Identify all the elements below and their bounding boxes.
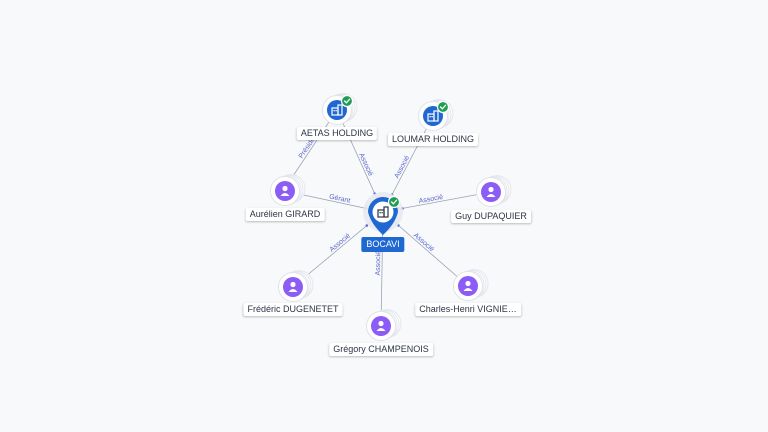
center-node[interactable] [363,192,403,235]
verified-check-icon [340,94,354,108]
node-aetas[interactable] [322,93,358,125]
edge-dupaquier-label: Associé [418,194,443,205]
node-label-champenois[interactable]: Grégory CHAMPENOIS [329,343,433,356]
node-label-loumar[interactable]: LOUMAR HOLDING [387,133,479,146]
person-icon [280,185,290,196]
node-loumar[interactable] [418,99,454,131]
edge-girard-label: Gérant [328,193,350,204]
node-label-dupaquier[interactable]: Guy DUPAQUIER [451,210,531,223]
person-icon [376,320,386,331]
node-label-girard[interactable]: Aurélien GIRARD [245,208,325,221]
node-dupaquier[interactable] [476,175,512,207]
nodes-layer [270,93,512,341]
person-icon [288,281,298,292]
edge-champenois-label: Associé [375,251,382,276]
building-icon [427,110,439,122]
node-vignie[interactable] [453,269,489,301]
node-girard[interactable] [270,174,306,206]
person-icon [463,280,473,291]
edge-loumar-label: Associé [394,155,412,180]
edge-dugenetet-label: Associé [329,232,352,253]
building-icon [377,206,389,218]
edge-dugenetet-arrow [365,224,369,227]
center-label[interactable]: BOCAVI [361,237,405,252]
verified-check-icon [387,195,401,209]
building-icon [331,104,343,116]
verified-check-icon [436,100,450,114]
node-label-vignie[interactable]: Charles-Henri VIGNIE… [415,303,521,316]
edge-vignie-label: Associé [412,232,435,253]
node-champenois[interactable] [366,309,402,341]
node-label-dugenetet[interactable]: Frédéric DUGENETET [243,303,343,316]
node-dugenetet[interactable] [278,270,314,302]
person-icon [486,186,496,197]
node-label-aetas[interactable]: AETAS HOLDING [296,127,378,140]
